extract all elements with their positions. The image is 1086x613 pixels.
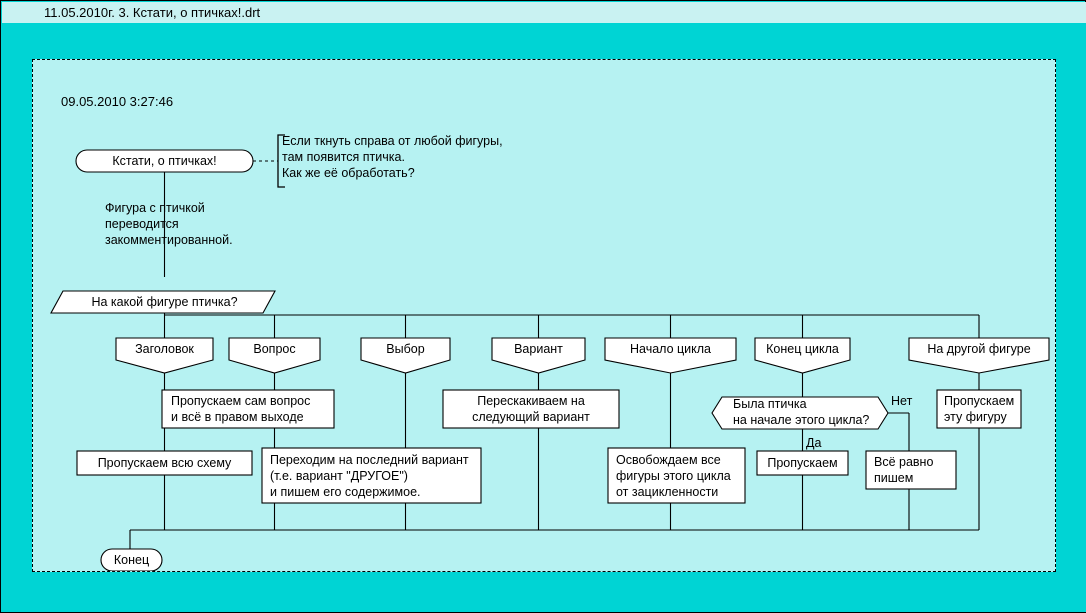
action-goto-last-variant-line-2: (т.е. вариант "ДРУГОЕ")	[270, 469, 408, 483]
loop-decision-line-1: Была птичка	[733, 397, 807, 411]
branch-label-vopros: Вопрос	[253, 342, 295, 356]
action-box-jump-next-variant[interactable]	[442, 389, 620, 429]
action-box-skip-this-figure[interactable]	[936, 389, 1022, 429]
comment-line-1: Если ткнуть справа от любой фигуры,	[282, 134, 503, 148]
branch-shape-vybor[interactable]	[360, 337, 451, 374]
comment-line-3: Как же её обработать?	[282, 166, 415, 180]
end-node-label: Конец	[114, 553, 149, 567]
loop-decision-line-2: на начале этого цикла?	[733, 413, 869, 427]
action-box-skip-question[interactable]	[161, 389, 335, 429]
note-line-1: Фигура с птичкой	[105, 201, 205, 215]
branch-label-zagolovok: Заголовок	[135, 342, 194, 356]
action-free-loop-figures-line-3: от зацикленности	[616, 485, 718, 499]
branch-shape-konec-cikla[interactable]	[754, 337, 851, 374]
note-line-3: закомментированной.	[105, 233, 233, 247]
loop-decision-yes-label: Да	[806, 436, 821, 450]
branch-shape-zagolovok[interactable]	[115, 337, 214, 374]
loop-decision-shape[interactable]	[711, 396, 889, 430]
branch-shape-nachalo-cikla[interactable]	[604, 337, 737, 374]
branch-label-konec-cikla: Конец цикла	[766, 342, 839, 356]
branch-label-nachalo-cikla: Начало цикла	[630, 342, 711, 356]
flowchart-svg[interactable]: 09.05.2010 3:27:46 Кстати, о птичках! Ес…	[33, 60, 1055, 571]
window-titlebar: 11.05.2010г. 3. Кстати, о птичках!.drt	[2, 2, 1086, 24]
end-node-shape[interactable]	[100, 548, 163, 571]
comment-line-2: там появится птичка.	[282, 150, 405, 164]
outer-frame: 09.05.2010 3:27:46 Кстати, о птичках! Ес…	[2, 23, 1086, 612]
action-box-write-anyway[interactable]	[865, 450, 957, 490]
action-goto-last-variant-line-1: Переходим на последний вариант	[270, 453, 469, 467]
action-box-skip[interactable]	[756, 450, 849, 476]
question-node-label: На какой фигуре птичка?	[91, 295, 237, 309]
branch-shape-na-drugoy-figure[interactable]	[908, 337, 1050, 374]
action-box-skip-whole-scheme[interactable]	[76, 450, 253, 476]
action-box-goto-last-variant[interactable]	[261, 447, 482, 504]
action-skip-question-line-1: Пропускаем сам вопрос	[171, 394, 310, 408]
branch-label-na-drugoy-figure: На другой фигуре	[927, 342, 1030, 356]
action-free-loop-figures-line-1: Освобождаем все	[616, 453, 721, 467]
action-skip-this-figure-line-1: Пропускаем	[944, 394, 1014, 408]
action-skip-question-line-2: и всё в правом выходе	[171, 410, 304, 424]
action-write-anyway-line-1: Всё равно	[874, 455, 933, 469]
branch-shape-variant[interactable]	[491, 337, 586, 374]
note-line-2: переводится	[105, 217, 179, 231]
action-skip-this-figure-line-2: эту фигуру	[944, 410, 1007, 424]
action-free-loop-figures-line-2: фигуры этого цикла	[616, 469, 731, 483]
action-write-anyway-line-2: пишем	[874, 471, 913, 485]
action-box-free-loop-figures[interactable]	[607, 447, 746, 504]
action-skip-line-1: Пропускаем	[767, 456, 837, 470]
diagram-canvas[interactable]: 09.05.2010 3:27:46 Кстати, о птичках! Ес…	[32, 59, 1056, 572]
action-goto-last-variant-line-3: и пишем его содержимое.	[270, 485, 421, 499]
loop-decision-no-label: Нет	[891, 394, 913, 408]
branch-shape-vopros[interactable]	[228, 337, 321, 374]
timestamp-label: 09.05.2010 3:27:46	[61, 94, 173, 109]
branch-label-vybor: Выбор	[386, 342, 424, 356]
comment-bracket-icon	[277, 134, 285, 188]
action-skip-whole-scheme-line-1: Пропускаем всю схему	[98, 456, 232, 470]
window-title: 11.05.2010г. 3. Кстати, о птичках!.drt	[44, 5, 261, 20]
action-jump-next-variant-line-1: Перескакиваем на	[477, 394, 585, 408]
start-node-label: Кстати, о птичках!	[112, 154, 216, 168]
action-jump-next-variant-line-2: следующий вариант	[472, 410, 590, 424]
question-node-shape[interactable]	[50, 290, 276, 314]
branch-label-variant: Вариант	[514, 342, 563, 356]
